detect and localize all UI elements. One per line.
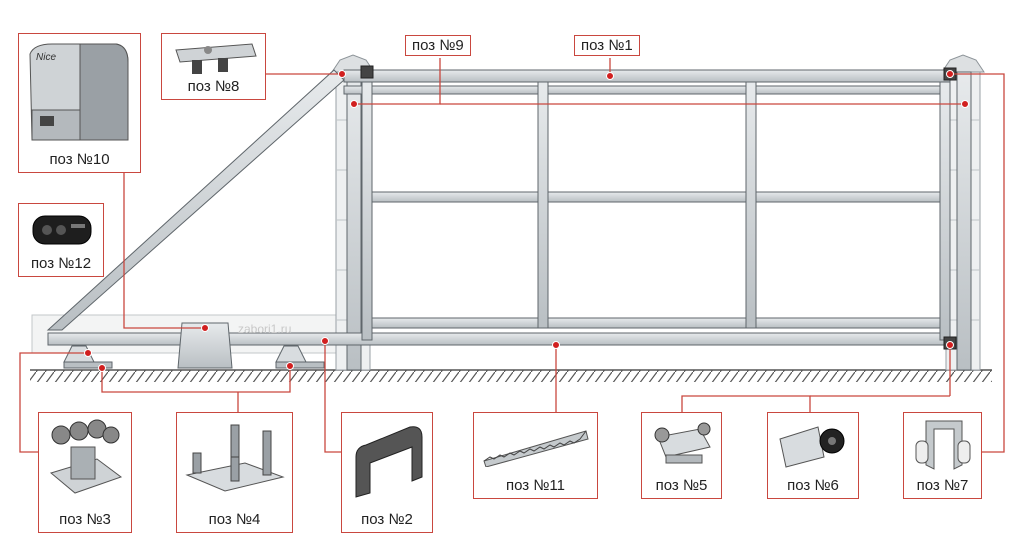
gate-frame [46,69,951,346]
middle-rail [363,191,951,203]
callout-box-pos12: поз №12 [18,203,104,277]
callout-box-pos11: поз №11 [473,412,598,499]
callout-box-pos6: поз №6 [767,412,859,499]
callout-box-pos3: поз №3 [38,412,132,533]
frame-post-mid-2 [745,81,757,329]
callout-box-pos4: поз №4 [176,412,293,533]
label-pos9: поз №9 [405,35,471,56]
label-pos6: поз №6 [787,477,839,494]
guide-beam-profile-icon [355,426,423,498]
frame-post-left [361,81,373,341]
upper-catcher-icon [915,420,971,470]
label-pos4: поз №4 [208,511,261,528]
end-roller-icon [654,422,711,464]
callout-box-pos5: поз №5 [641,412,722,499]
callout-box-pos7: поз №7 [903,412,982,499]
label-pos2: поз №2 [361,511,413,528]
motor-brand: Nice [36,52,56,63]
top-rail [343,69,951,83]
callout-box-pos10: Nice поз №10 [18,33,141,173]
adjustment-platform-icon [185,424,285,492]
callout-lines [19,58,1005,453]
top-roller-bracket-icon [175,43,257,74]
callout-box-pos2: поз №2 [341,412,433,533]
lower-catcher-icon [779,426,845,468]
label-pos12: поз №12 [30,255,92,272]
label-pos8: поз №8 [187,78,240,95]
bottom-inner-rail [363,317,951,329]
right-pillar [941,54,985,371]
top-roller [360,65,374,79]
roller-carriage-icon [49,419,123,494]
label-pos3: поз №3 [59,511,111,528]
watermark-text: zabori1.ru [238,322,292,336]
label-pos5: поз №5 [655,477,708,494]
frame-post-right [939,81,951,341]
second-rail [343,85,951,95]
remote-control-icon [32,215,92,245]
roller-carriage-right [275,345,325,369]
label-pos11: поз №11 [505,477,565,494]
callout-dots [84,70,969,372]
motor-unit [177,322,233,369]
label-pos10: поз №10 [49,151,110,168]
gear-motor-icon: Nice [29,43,129,141]
label-pos7: поз №7 [916,477,969,494]
gear-rack-icon [483,430,589,467]
ground [30,369,992,382]
label-pos1: поз №1 [574,35,640,56]
callout-box-pos8: поз №8 [161,33,266,100]
frame-post-mid-1 [537,81,549,329]
